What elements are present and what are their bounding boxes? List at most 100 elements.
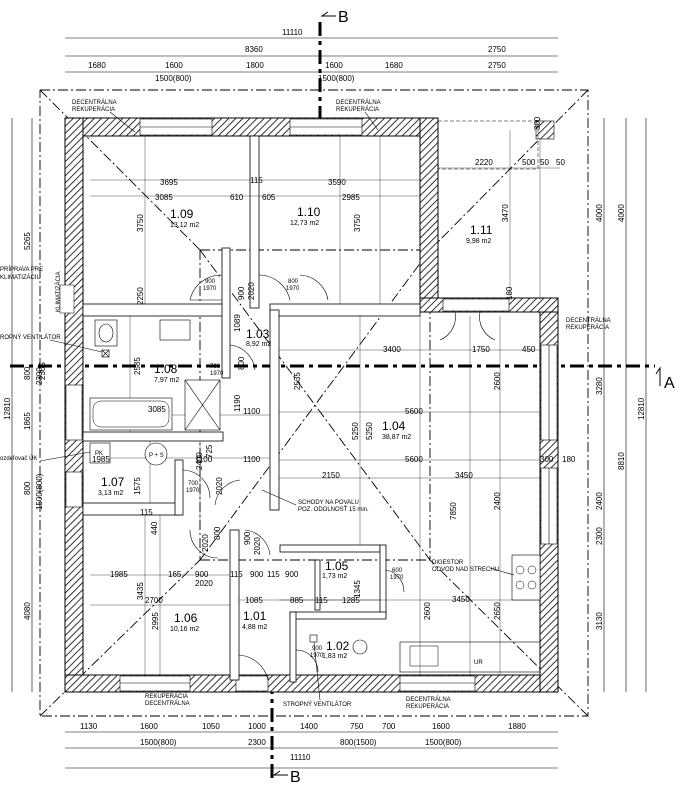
- dim-1985a: 1985: [92, 455, 110, 464]
- door-label-900c: 900: [243, 531, 252, 545]
- ceiling-fan-icon: [101, 349, 110, 358]
- wc-icon: [352, 639, 368, 655]
- room-number-105: 1.05: [325, 559, 349, 573]
- dim-300b: 300: [540, 455, 554, 464]
- dim-165: 165: [168, 570, 182, 579]
- dim-3400: 3400: [383, 345, 401, 354]
- dim-1970a: 1970: [210, 371, 224, 377]
- boiler-icon: [89, 442, 111, 464]
- room-number-104: 1.04: [382, 419, 406, 433]
- dim-top-1600a: 1600: [165, 61, 183, 70]
- bottom-dimensions: 1130 1600 1050 1000 1400 750 700 1600 18…: [65, 722, 558, 769]
- dim-115c: 115: [230, 570, 243, 579]
- note-digestor-2: ODVOD NAD STRECHU: [432, 567, 499, 573]
- dim-left-2300: 2300: [35, 367, 44, 385]
- dim-115b: 115: [140, 508, 153, 517]
- note-klimatizacia: KLIMATIZÁCIA: [55, 271, 62, 312]
- room-area-106: 10,16 m2: [170, 626, 199, 633]
- room-area-107: 3,13 m2: [98, 490, 123, 497]
- dim-5600b: 5600: [405, 455, 423, 464]
- kitchen-sink-icon: [409, 645, 439, 667]
- dim-180a: 180: [505, 286, 514, 300]
- dim-bottom-700: 700: [382, 722, 396, 731]
- sink-icon: [159, 319, 191, 341]
- dim-900a: 900: [195, 570, 209, 579]
- dim-2995: 2995: [151, 612, 160, 630]
- dim-2985: 2985: [342, 193, 360, 202]
- dim-top-1680a: 1680: [88, 61, 106, 70]
- room-number-101: 1.01: [243, 609, 267, 623]
- dim-1089: 1089: [233, 314, 242, 332]
- chimney-icon: [535, 120, 555, 140]
- cooktop-icon: [511, 554, 541, 601]
- dim-window-2: 1500(800): [318, 74, 355, 83]
- dim-right-3130: 3130: [595, 612, 604, 630]
- dim-725: 725: [205, 444, 214, 458]
- room-number-103: 1.03: [246, 327, 270, 341]
- dim-7850: 7850: [449, 502, 458, 520]
- note-rozdelovac: ozdeľovač ÚK: [0, 455, 37, 462]
- note-rekuperacia-4: REKUPERÁCIA: [145, 693, 188, 700]
- dim-3695: 3695: [160, 178, 178, 187]
- note-decentral-3: DECENTRÁLNA: [566, 317, 611, 324]
- door-label-800a: 800: [288, 279, 299, 285]
- annotations: DECENTRÁLNA REKUPERÁCIA DECENTRÁLNA REKU…: [0, 99, 611, 710]
- dim-3435: 3435: [136, 582, 145, 600]
- dim-2600b: 2600: [423, 602, 432, 620]
- room-area-108: 7,97 m2: [154, 377, 179, 384]
- dim-left-4080: 4080: [23, 602, 32, 620]
- dim-bottom-1130: 1130: [80, 722, 98, 731]
- dim-600: 600: [392, 568, 403, 574]
- dim-left-800a: 800: [23, 366, 32, 380]
- doors: [182, 274, 496, 681]
- note-rekuperacia-5: REKUPERÁCIA: [406, 703, 449, 710]
- outer-walls: [64, 117, 559, 693]
- dim-bottom-750: 750: [350, 722, 364, 731]
- note-decentral-1: DECENTRÁLNA: [72, 99, 117, 106]
- dim-2020a: 2020: [215, 477, 224, 495]
- dim-3085b: 3085: [148, 405, 166, 414]
- room-area-104: 38,87 m2: [382, 434, 411, 441]
- dim-1285: 1285: [342, 596, 360, 605]
- note-ur: UR: [474, 660, 483, 666]
- dim-2400: 2400: [493, 492, 502, 510]
- dim-1085: 1085: [245, 596, 263, 605]
- dim-180b: 180: [562, 455, 576, 464]
- note-pk: PK: [95, 451, 103, 457]
- room-area-101: 4,88 m2: [242, 624, 267, 631]
- toilet-icon: [94, 319, 118, 347]
- dim-700b: 700: [188, 481, 199, 487]
- dim-2700: 2700: [145, 596, 163, 605]
- dim-1970c: 1970: [390, 575, 404, 581]
- ac-unit-icon: [59, 284, 75, 314]
- left-dimensions: 12810 5265 800 1865 800 4080 2300 1500(8…: [3, 118, 44, 692]
- door-label-900d: 900: [312, 646, 323, 652]
- dim-1100c: 1100: [195, 455, 213, 464]
- note-stropny-2: STROPNÝ VENTILÁTOR: [283, 701, 352, 708]
- dim-900b: 900: [250, 570, 264, 579]
- dim-605: 605: [262, 193, 276, 202]
- fixtures: [59, 120, 555, 673]
- note-schody-2: POZ. ODOLNOSŤ 15 min.: [298, 505, 369, 513]
- dim-1575: 1575: [133, 477, 142, 495]
- ceiling-fan-icon: [309, 634, 318, 643]
- dim-3590: 3590: [328, 178, 346, 187]
- door-label-1970d: 1970: [310, 653, 324, 659]
- dim-bottom-1600b: 1600: [432, 722, 450, 731]
- dim-top-8360: 8360: [245, 45, 263, 54]
- dim-5250a: 5250: [351, 422, 360, 440]
- dim-2400b: 2400: [195, 452, 204, 470]
- room-area-109: 13,12 m2: [170, 222, 199, 229]
- dim-right-4000b: 4000: [617, 204, 626, 222]
- dimension-grid: [90, 118, 560, 675]
- note-decentral-5: DECENTRÁLNA: [406, 696, 451, 703]
- room-number-102: 1.02: [326, 639, 350, 653]
- section-label-b-bottom: B: [290, 769, 301, 786]
- dim-700a: 700: [210, 364, 221, 370]
- dim-bottom-2300: 2300: [248, 738, 266, 747]
- dim-3470: 3470: [501, 204, 510, 222]
- dim-2305: 2305: [38, 362, 47, 380]
- note-priprava: PRÍPRAVA PRE: [0, 266, 43, 273]
- room-area-102: 1,83 m2: [322, 653, 347, 660]
- dim-right-4000a: 4000: [595, 204, 604, 222]
